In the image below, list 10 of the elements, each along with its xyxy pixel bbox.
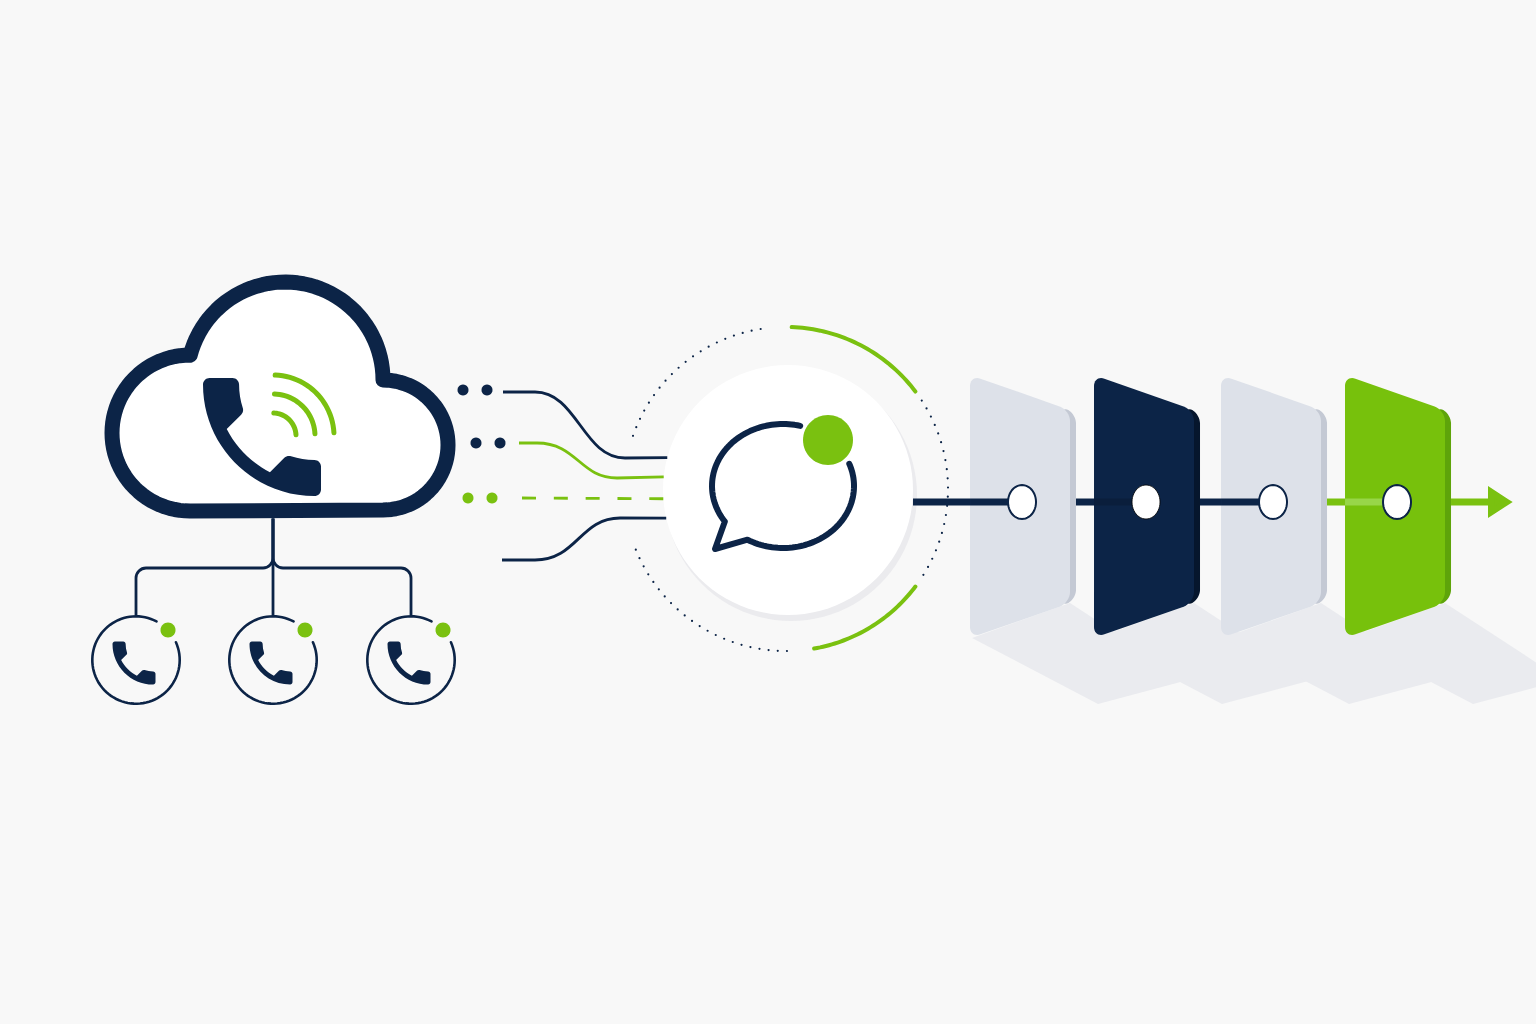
connector-line [503, 390, 668, 460]
circle-outline [366, 615, 456, 705]
connector-line [502, 516, 667, 562]
circle-outline [228, 615, 318, 705]
connector-line [271, 518, 413, 615]
panel [1094, 378, 1200, 635]
cloud-outline [104, 274, 456, 519]
circle-outline [91, 615, 181, 705]
connector-line [519, 441, 664, 480]
dashed-line [522, 496, 664, 501]
